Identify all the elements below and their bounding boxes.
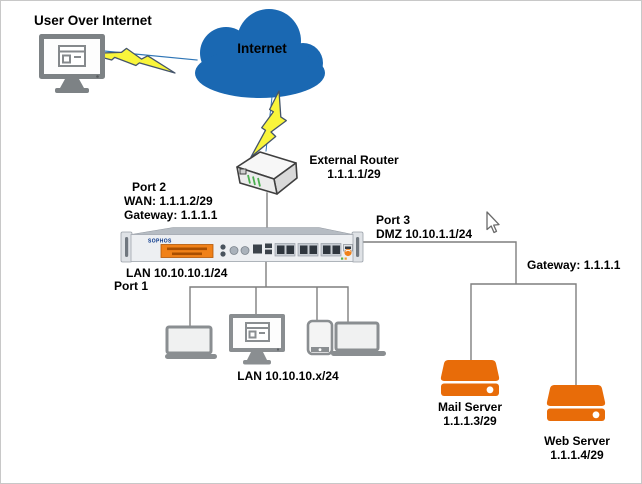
led-indicators <box>341 257 347 260</box>
sophos-ball-logo <box>344 248 352 257</box>
control-buttons <box>220 244 250 257</box>
mail-server-ip: 1.1.1.3/29 <box>443 414 497 428</box>
port2-name: Port 2 <box>132 180 167 194</box>
laptop-icon <box>331 321 386 356</box>
bolt-user-cloud <box>86 47 176 74</box>
usb-ports <box>265 243 272 255</box>
lightning-bolt-icon <box>86 47 287 158</box>
desktop-monitor-icon <box>39 34 105 93</box>
external-router-ip: 1.1.1.1/29 <box>327 167 381 181</box>
desktop-monitor-icon <box>229 314 285 365</box>
port2-wan: WAN: 1.1.1.2/29 <box>124 194 213 208</box>
port1-label: Port 1 <box>114 279 149 293</box>
lan-subnet-label: LAN 10.10.10.x/24 <box>237 369 339 383</box>
port3-name: Port 3 <box>376 213 411 227</box>
console-port <box>253 244 262 254</box>
router-icon <box>236 151 298 195</box>
port3-dmz: DMZ 10.10.1.1/24 <box>376 227 473 241</box>
connector-lines <box>103 50 577 386</box>
lcd-display <box>160 244 214 258</box>
cloud-icon <box>195 9 325 98</box>
smartphone-icon <box>306 319 334 356</box>
ethernet-ports <box>274 243 342 257</box>
port2-gateway: Gateway: 1.1.1.1 <box>124 208 218 222</box>
external-router-label: External Router 1.1.1.1/29 <box>296 153 412 181</box>
web-server-ip: 1.1.1.4/29 <box>550 448 604 462</box>
port2-label: Port 2 WAN: 1.1.1.2/29 Gateway: 1.1.1.1 <box>124 180 217 222</box>
bolt-cloud-router <box>250 90 287 158</box>
mail-server-label: Mail Server 1.1.1.3/29 <box>418 400 522 428</box>
web-server-label: Web Server 1.1.1.4/29 <box>525 434 629 462</box>
dmz-gateway-label: Gateway: 1.1.1.1 <box>527 258 621 272</box>
web-server-name: Web Server <box>544 434 610 448</box>
port3-label: Port 3 DMZ 10.10.1.1/24 <box>376 213 472 241</box>
server-icon <box>440 360 500 396</box>
internet-label: Internet <box>237 41 287 56</box>
lan-branch-lines <box>189 261 349 328</box>
user-label: User Over Internet <box>34 13 152 28</box>
laptop-icon <box>165 325 217 359</box>
dmz-branch-lines <box>362 241 577 386</box>
firewall-appliance-icon: SOPHOS <box>120 227 364 263</box>
server-icon <box>546 385 606 421</box>
port1-lan-label: LAN 10.10.10.1/24 <box>126 266 228 280</box>
external-router-name: External Router <box>309 153 399 167</box>
mouse-cursor-icon <box>486 211 500 234</box>
mail-server-name: Mail Server <box>437 400 503 414</box>
sophos-logo: SOPHOS <box>148 239 172 245</box>
